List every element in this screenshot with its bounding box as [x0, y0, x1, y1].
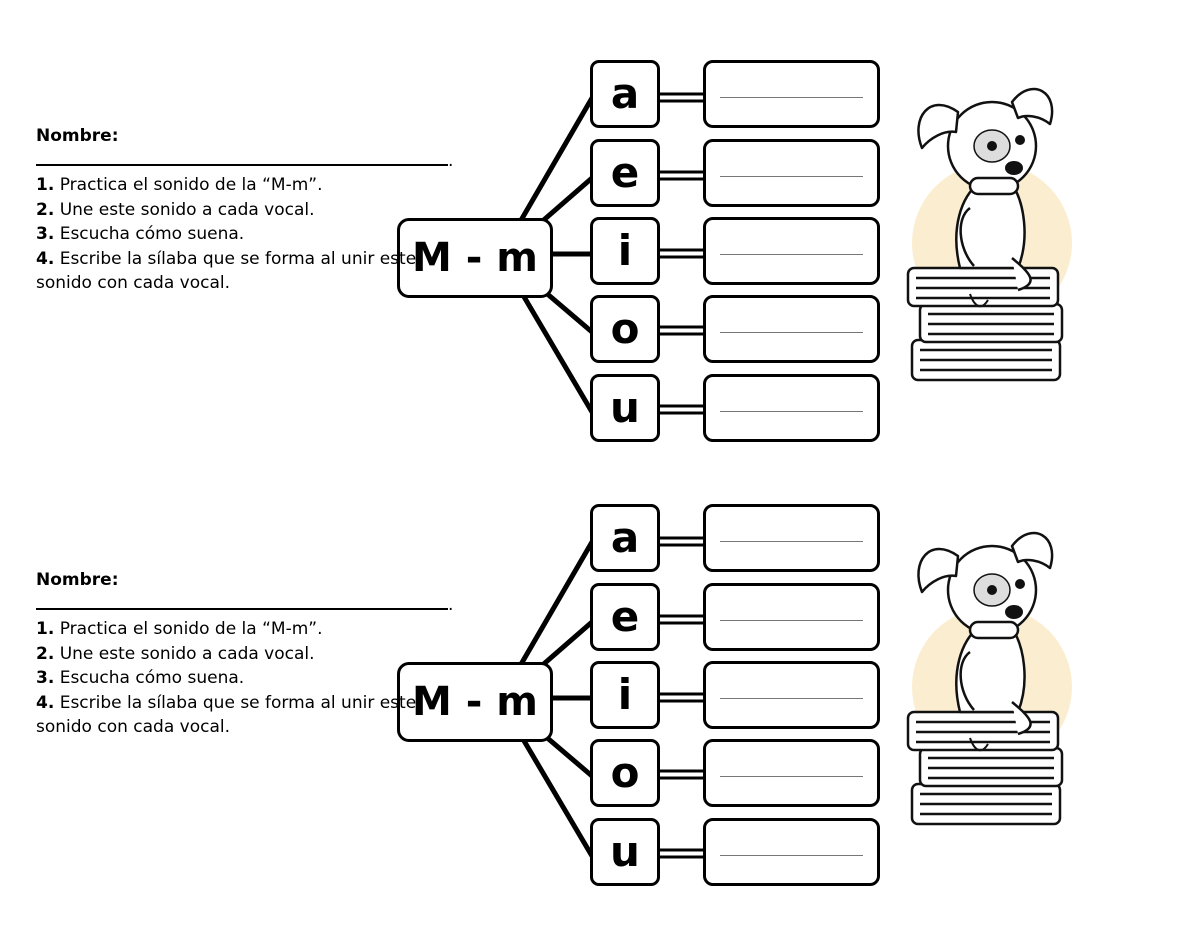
step-2: 2. Une este sonido a cada vocal.: [36, 643, 315, 664]
connector-lines: [517, 92, 704, 415]
connector-lines: [517, 536, 704, 859]
step-1: 1. Practica el sonido de la “M-m”.: [36, 175, 323, 195]
answer-box-u[interactable]: [703, 374, 880, 442]
instructions: Nombre: . 1. Practica el sonido de la “M…: [36, 124, 476, 296]
step-4: 4. Escribe la sílaba que se forma al uni…: [36, 248, 417, 294]
worksheet-1: Nombre: . 1. Practica el sonido de la “M…: [0, 0, 1200, 460]
step-2: 2. Une este sonido a cada vocal.: [36, 199, 315, 220]
step-4: 4. Escribe la sílaba que se forma al uni…: [36, 692, 417, 738]
puppy-on-books-icon: [906, 531, 1072, 826]
vowel-i: i: [590, 217, 660, 285]
vowel-u: u: [590, 374, 660, 442]
name-label: Nombre:: [36, 126, 119, 146]
answer-box-o[interactable]: [703, 739, 880, 807]
vowel-i: i: [590, 661, 660, 729]
answer-box-a[interactable]: [703, 60, 880, 128]
name-dot: .: [448, 150, 454, 171]
step-1: 1. Practica el sonido de la “M-m”.: [36, 619, 323, 639]
vowel-o: o: [590, 739, 660, 807]
answer-box-o[interactable]: [703, 295, 880, 363]
vowel-a: a: [590, 504, 660, 572]
vowel-o: o: [590, 295, 660, 363]
puppy-on-books-icon: [906, 87, 1072, 382]
step-3: 3. Escucha cómo suena.: [36, 224, 245, 244]
consonant-box: M - m: [397, 218, 553, 298]
vowel-e: e: [590, 583, 660, 651]
answer-box-i[interactable]: [703, 217, 880, 285]
vowel-u: u: [590, 818, 660, 886]
answer-box-e[interactable]: [703, 139, 880, 207]
instructions: Nombre: . 1. Practica el sonido de la “M…: [36, 568, 476, 740]
vowel-a: a: [590, 60, 660, 128]
step-3: 3. Escucha cómo suena.: [36, 668, 245, 688]
answer-box-a[interactable]: [703, 504, 880, 572]
consonant-box: M - m: [397, 662, 553, 742]
name-label: Nombre:: [36, 570, 119, 590]
vowel-e: e: [590, 139, 660, 207]
answer-box-u[interactable]: [703, 818, 880, 886]
name-field[interactable]: [36, 156, 448, 166]
answer-box-i[interactable]: [703, 661, 880, 729]
answer-box-e[interactable]: [703, 583, 880, 651]
worksheet-2: Nombre: . 1. Practica el sonido de la “M…: [0, 444, 1200, 904]
name-field[interactable]: [36, 600, 448, 610]
name-dot: .: [448, 594, 454, 615]
